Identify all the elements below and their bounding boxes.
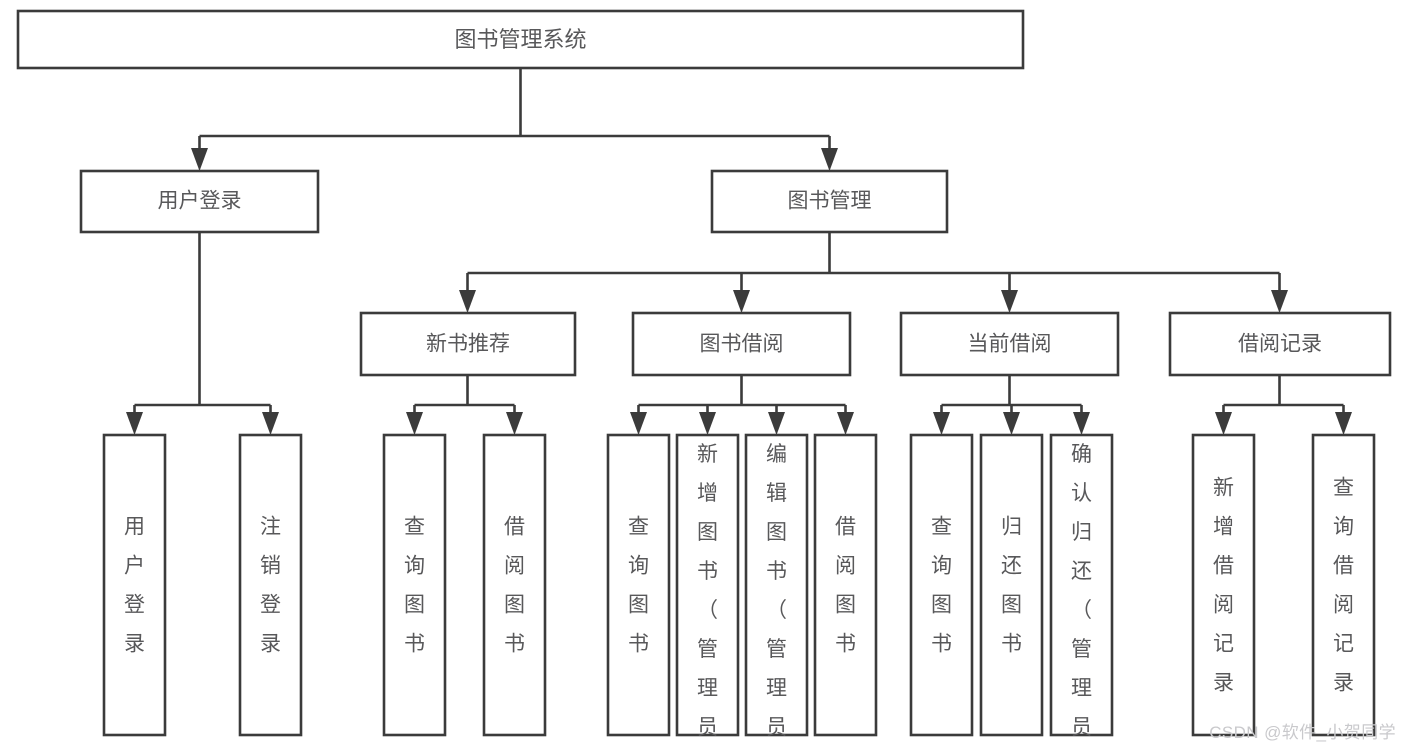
leaf-node[interactable]: 查询借阅记录 bbox=[1311, 433, 1376, 737]
node-borrow-record[interactable]: 借阅记录 bbox=[1168, 311, 1392, 377]
arrowhead-leaf-current-borrow-2 bbox=[1003, 412, 1020, 435]
node-new-book-rec-label: 新书推荐 bbox=[426, 333, 510, 356]
arrowhead-leaf-new-book-rec-2 bbox=[506, 412, 523, 435]
arrowhead-user-login bbox=[191, 148, 208, 171]
connector-layer bbox=[126, 68, 1352, 435]
arrowhead-leaf-borrow-record-1 bbox=[1215, 412, 1232, 435]
leaf-label: 新增图书（管理员） bbox=[697, 443, 718, 747]
leaf-node[interactable]: 新增借阅记录 bbox=[1191, 433, 1256, 737]
leaf-box[interactable] bbox=[1311, 433, 1376, 737]
leaf-label: 查询图书 bbox=[628, 516, 649, 656]
leaf-box[interactable] bbox=[1191, 433, 1256, 737]
node-book-manage-box[interactable] bbox=[710, 169, 949, 234]
leaf-label: 借阅图书 bbox=[504, 516, 525, 656]
node-user-login-label: 用户登录 bbox=[158, 190, 242, 213]
node-book-manage-label: 图书管理 bbox=[788, 190, 872, 213]
leaf-node[interactable]: 查询图书 bbox=[909, 433, 974, 737]
arrowhead-leaf-user-login-1 bbox=[126, 412, 143, 435]
arrowhead-borrow-record bbox=[1271, 290, 1288, 313]
arrowhead-current-borrow bbox=[1001, 290, 1018, 313]
leaf-node[interactable]: 查询图书 bbox=[606, 433, 671, 737]
arrowhead-new-book-rec bbox=[459, 290, 476, 313]
leaf-node[interactable]: 确认归还（管理员） bbox=[1049, 433, 1114, 747]
leaf-node[interactable]: 新增图书（管理员） bbox=[675, 433, 740, 747]
node-user-login[interactable]: 用户登录 bbox=[79, 169, 320, 234]
leaf-box[interactable] bbox=[675, 433, 740, 737]
leaf-box[interactable] bbox=[482, 433, 547, 737]
node-user-login-box[interactable] bbox=[79, 169, 320, 234]
leaf-label: 确认归还（管理员） bbox=[1071, 443, 1092, 747]
leaf-node[interactable]: 编辑图书（管理员） bbox=[744, 433, 809, 747]
leaf-box[interactable] bbox=[813, 433, 878, 737]
leaf-box[interactable] bbox=[1049, 433, 1114, 737]
arrowhead-leaf-borrow-record-2 bbox=[1335, 412, 1352, 435]
leaf-node[interactable]: 借阅图书 bbox=[482, 433, 547, 737]
leaf-label: 新增借阅记录 bbox=[1213, 477, 1234, 695]
leaf-label: 查询图书 bbox=[404, 516, 425, 656]
leaf-label: 注销登录 bbox=[260, 516, 281, 656]
leaf-node[interactable]: 查询图书 bbox=[382, 433, 447, 737]
leaf-label: 借阅图书 bbox=[835, 516, 856, 656]
node-book-borrow-label: 图书借阅 bbox=[700, 333, 784, 356]
node-book-borrow-box[interactable] bbox=[631, 311, 852, 377]
node-current-borrow-box[interactable] bbox=[899, 311, 1120, 377]
arrowhead-leaf-book-borrow-3 bbox=[768, 412, 785, 435]
arrowhead-leaf-book-borrow-4 bbox=[837, 412, 854, 435]
leaf-node[interactable]: 借阅图书 bbox=[813, 433, 878, 737]
node-borrow-record-label: 借阅记录 bbox=[1238, 333, 1322, 356]
node-borrow-record-box[interactable] bbox=[1168, 311, 1392, 377]
leaf-box[interactable] bbox=[102, 433, 167, 737]
node-book-borrow[interactable]: 图书借阅 bbox=[631, 311, 852, 377]
node-book-manage[interactable]: 图书管理 bbox=[710, 169, 949, 234]
node-root-label: 图书管理系统 bbox=[454, 27, 586, 52]
leaf-node[interactable]: 用户登录 bbox=[102, 433, 167, 737]
leaf-node[interactable]: 归还图书 bbox=[979, 433, 1044, 737]
arrowhead-leaf-book-borrow-2 bbox=[699, 412, 716, 435]
node-current-borrow-label: 当前借阅 bbox=[968, 333, 1052, 356]
leaf-box[interactable] bbox=[238, 433, 303, 737]
leaf-label: 查询图书 bbox=[931, 516, 952, 656]
node-root-box[interactable] bbox=[16, 9, 1025, 70]
arrowhead-leaf-user-login-2 bbox=[262, 412, 279, 435]
leaf-box[interactable] bbox=[382, 433, 447, 737]
arrowhead-book-borrow bbox=[733, 290, 750, 313]
arrowhead-leaf-current-borrow-1 bbox=[933, 412, 950, 435]
arrowhead-leaf-current-borrow-3 bbox=[1073, 412, 1090, 435]
leaf-node[interactable]: 注销登录 bbox=[238, 433, 303, 737]
arrowhead-leaf-new-book-rec-1 bbox=[406, 412, 423, 435]
leaf-label: 归还图书 bbox=[1001, 516, 1022, 656]
leaf-label: 用户登录 bbox=[124, 516, 145, 656]
leaf-box[interactable] bbox=[744, 433, 809, 737]
node-new-book-rec-box[interactable] bbox=[359, 311, 577, 377]
arrowhead-leaf-book-borrow-1 bbox=[630, 412, 647, 435]
leaf-label: 编辑图书（管理员） bbox=[766, 443, 787, 747]
leaf-box[interactable] bbox=[979, 433, 1044, 737]
node-root[interactable]: 图书管理系统 bbox=[16, 9, 1025, 70]
arrowhead-book-manage bbox=[821, 148, 838, 171]
leaf-box[interactable] bbox=[606, 433, 671, 737]
node-current-borrow[interactable]: 当前借阅 bbox=[899, 311, 1120, 377]
leaf-label: 查询借阅记录 bbox=[1333, 477, 1354, 695]
node-new-book-rec[interactable]: 新书推荐 bbox=[359, 311, 577, 377]
leaf-layer: 用户登录 注销登录 查询图书 借阅图书 查询图书 新增图书 bbox=[102, 433, 1376, 747]
leaf-box[interactable] bbox=[909, 433, 974, 737]
